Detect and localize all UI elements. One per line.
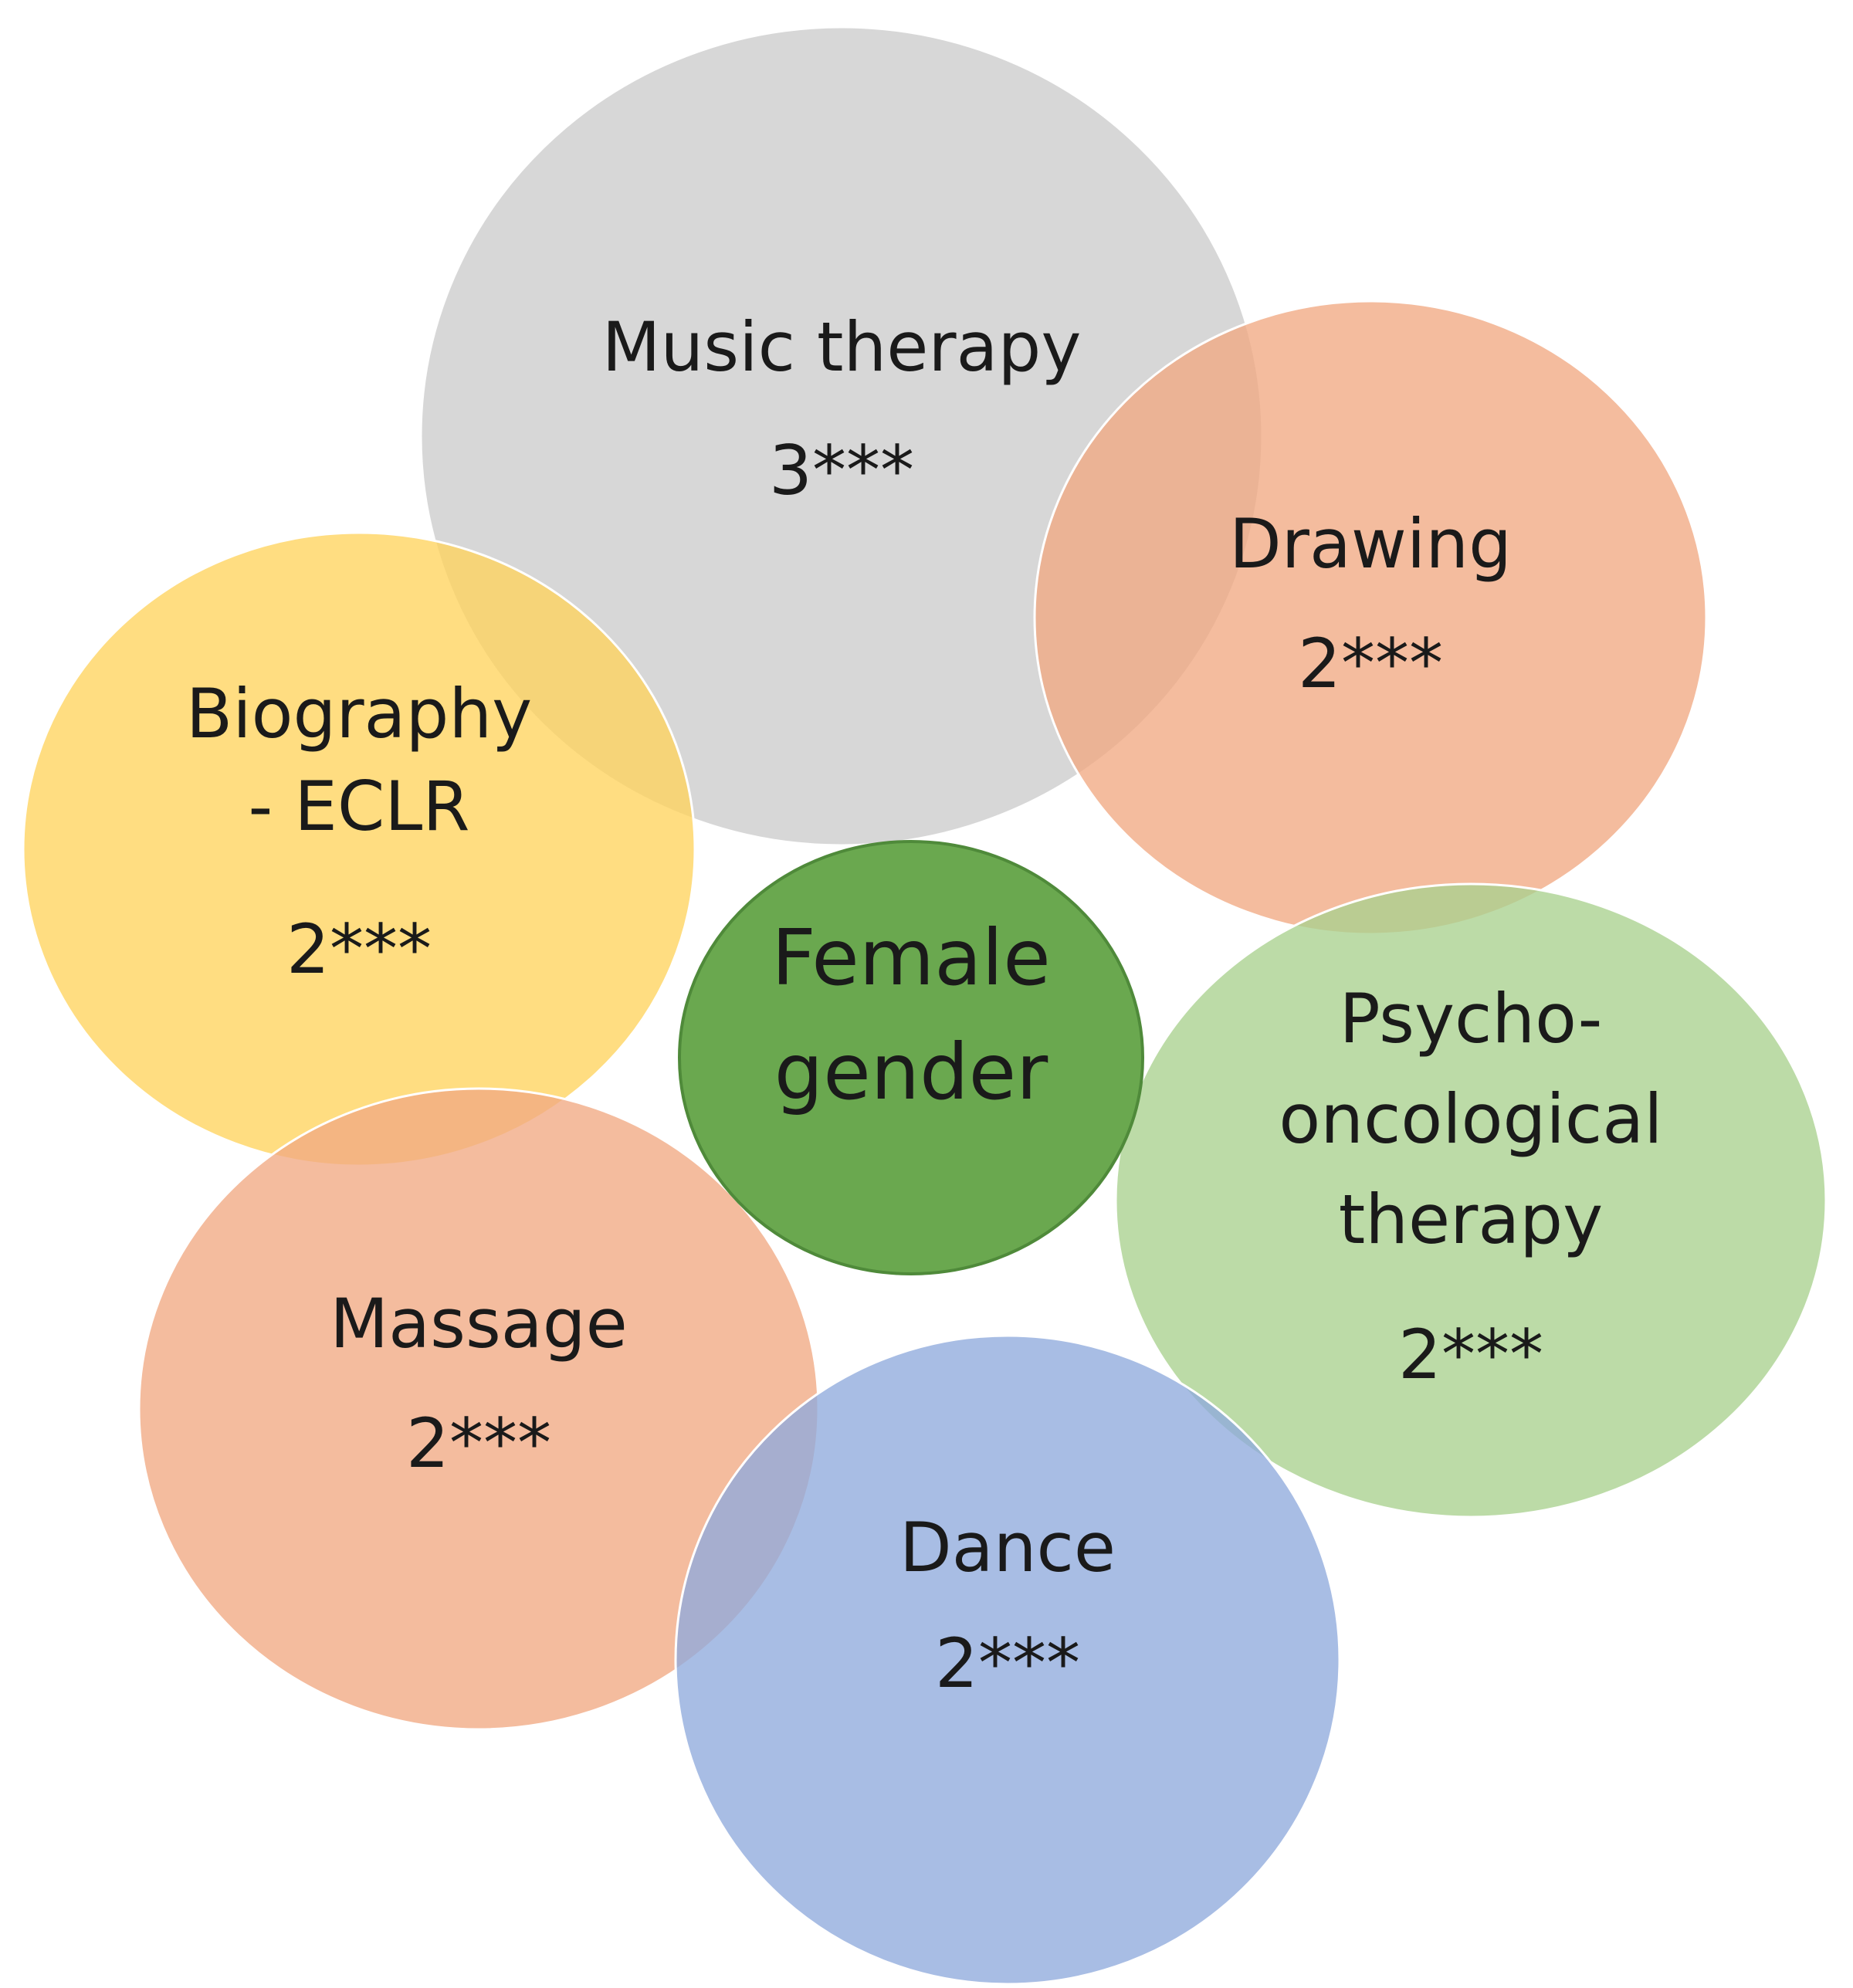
bubble-label-biography-eclr-line-0: Biography (186, 674, 532, 754)
bubble-label-biography-eclr-line-1: - ECLR (249, 767, 470, 846)
bubble-massage: Massage 2*** (137, 1087, 820, 1731)
bubble-value-dance: 2*** (935, 1624, 1080, 1703)
bubbles-layer: Music therapy 3*** Drawing 2*** Biography - E… (22, 25, 1828, 1986)
bubble-circle-drawing (1033, 300, 1708, 936)
bubble-label-music-therapy-line-0: Music therapy (602, 307, 1082, 387)
center-node: Female gender (678, 840, 1144, 1275)
bubble-circle-biography-eclr (22, 531, 696, 1167)
bubble-circle-dance (674, 1334, 1341, 1986)
center-label-line-0: Female (771, 913, 1051, 1003)
center-label-line-1: gender (774, 1027, 1048, 1117)
bubble-value-psycho-oncological-therapy: 2*** (1398, 1315, 1543, 1394)
bubble-label-drawing-line-0: Drawing (1229, 504, 1512, 584)
bubble-label-psycho-oncological-therapy-line-2: therapy (1339, 1180, 1603, 1259)
center-circle (678, 840, 1144, 1275)
bubble-label-psycho-oncological-therapy-line-0: Psycho- (1340, 979, 1603, 1058)
bubble-biography-eclr: Biography - ECLR 2*** (22, 531, 696, 1167)
bubble-value-drawing: 2*** (1298, 624, 1443, 703)
center-layer: Female gender (678, 840, 1144, 1275)
bubble-circle-psycho-oncological-therapy (1114, 882, 1828, 1519)
bubble-label-dance-line-0: Dance (899, 1508, 1116, 1587)
bubble-value-massage: 2*** (406, 1404, 551, 1483)
bubble-value-music-therapy: 3*** (769, 431, 914, 510)
bubble-dance: Dance 2*** (674, 1334, 1341, 1986)
bubble-value-biography-eclr: 2*** (286, 909, 432, 989)
bubble-psycho-oncological-therapy: Psycho-oncological therapy 2*** (1114, 882, 1828, 1519)
bubble-label-massage-line-0: Massage (330, 1284, 627, 1363)
bubble-label-psycho-oncological-therapy-line-1: oncological (1279, 1079, 1662, 1159)
bubble-drawing: Drawing 2*** (1033, 300, 1708, 936)
